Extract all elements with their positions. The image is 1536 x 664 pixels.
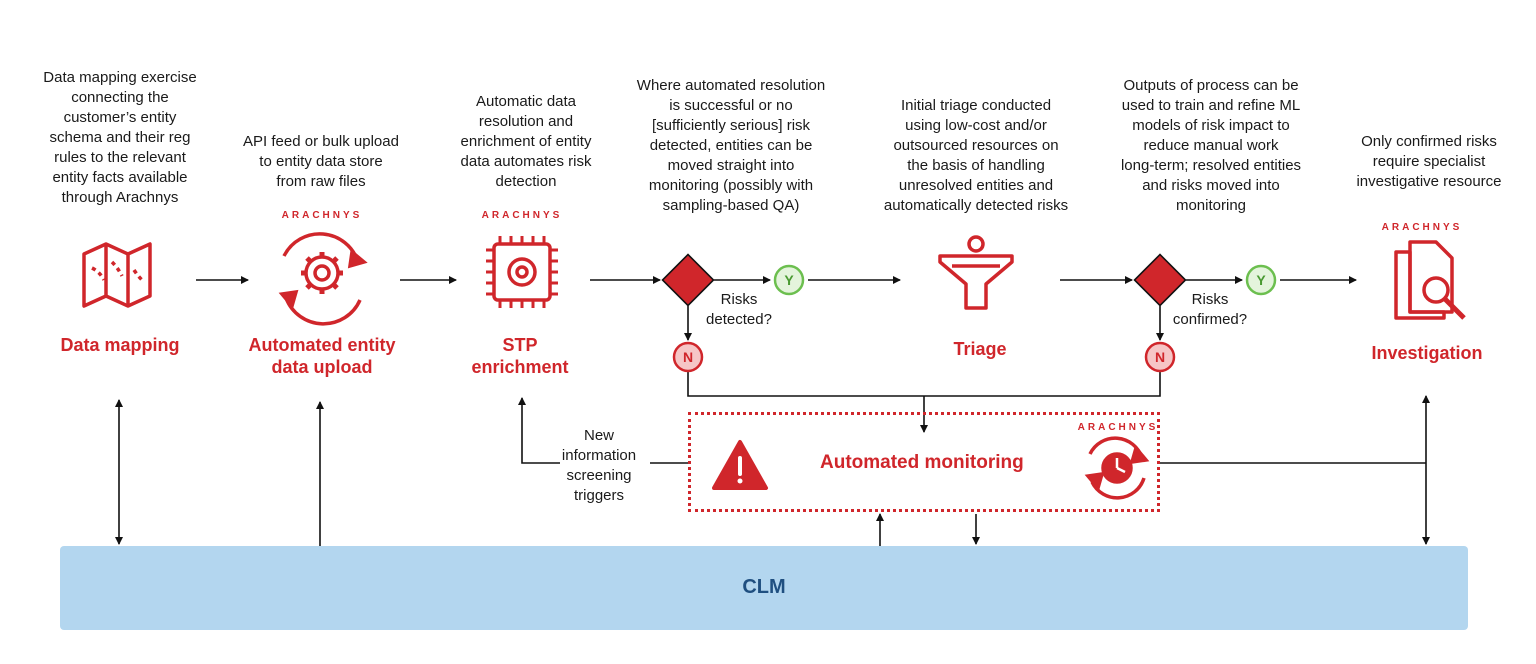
arachnys-logo-upload: ARACHNYS [281,210,363,221]
no-circle-2 [1144,341,1176,373]
gear-cycle-icon [278,232,368,326]
step-label-investigation: Investigation [1371,343,1483,363]
automated-monitoring-label: Automated monitoring [820,452,1024,473]
no-label-1: N [682,349,694,365]
yes-label-2: Y [1256,272,1266,288]
arachnys-logo-monitoring: ARACHNYS [1077,422,1159,433]
arachnys-logo-stp: ARACHNYS [481,210,563,221]
yes-circle-2 [1245,264,1277,296]
arrow-trigger-to-stp [518,397,560,464]
clm-label: CLM [742,576,786,598]
automated-monitoring-box [688,412,1160,512]
clm-bar: CLM [60,546,1468,630]
clock-refresh-icon [1084,436,1150,500]
funnel-icon [938,235,1014,310]
decision-diamond-1 [661,253,715,307]
line-no-to-monitoring [687,372,1161,397]
no-label-2: N [1154,349,1166,365]
chip-gear-icon [486,236,558,308]
document-search-icon [1394,240,1466,320]
map-icon [82,242,152,308]
warning-icon [712,440,768,490]
decision-diamond-2 [1133,253,1187,307]
no-circle-1 [672,341,704,373]
yes-label-1: Y [784,272,794,288]
step-label-triage: Triage [953,339,1007,359]
yes-circle-1 [773,264,805,296]
step-label-data-mapping: Data mapping [60,335,180,355]
arachnys-logo-investigation: ARACHNYS [1381,222,1463,233]
